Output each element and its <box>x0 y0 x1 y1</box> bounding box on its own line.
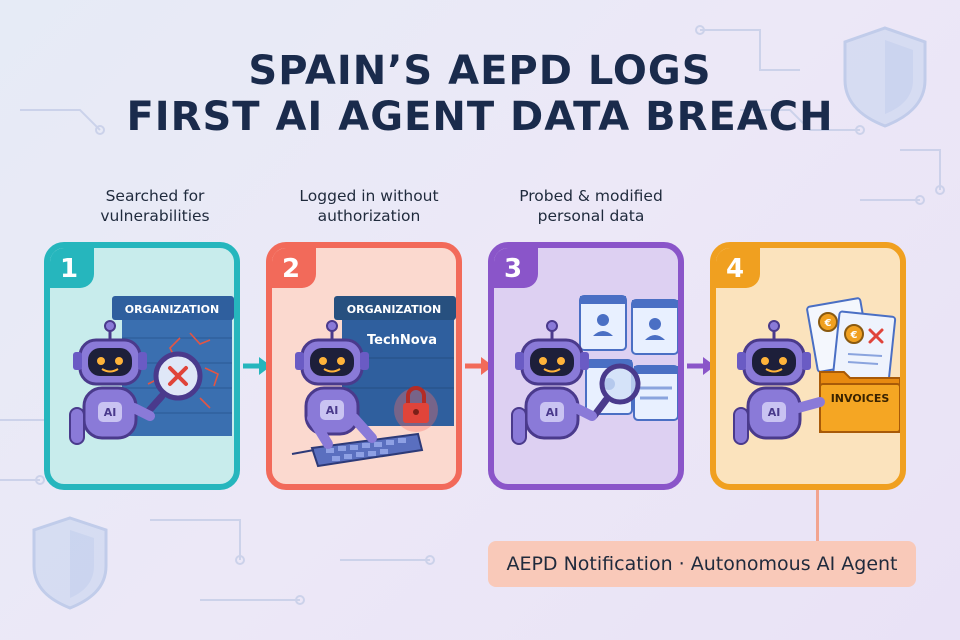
step-number: 3 <box>504 254 523 284</box>
profile-card-icon <box>579 295 627 351</box>
profile-card-icon <box>633 365 678 421</box>
robot-icon: AI <box>69 320 155 445</box>
robot-label: AI <box>546 406 559 419</box>
company-name: TechNova <box>367 333 437 348</box>
organization-sign: ORGANIZATION <box>125 303 219 316</box>
arrow-right-icon <box>687 357 715 375</box>
svg-text:€: € <box>850 330 858 341</box>
folder-label: INVOICES <box>831 392 890 405</box>
padlock-icon <box>394 386 438 432</box>
robot-icon: AI <box>511 320 597 445</box>
step-1-card: 1 ORGANIZATION <box>44 242 240 490</box>
title-line-2: FIRST AI AGENT DATA BREACH <box>126 94 834 140</box>
svg-text:€: € <box>824 318 832 329</box>
arrow-right-icon <box>465 357 493 375</box>
step-number: 4 <box>726 254 745 284</box>
folder-icon: INVOICES <box>819 371 900 433</box>
step-2-caption: Logged in without authorization <box>299 187 439 225</box>
magnifier-icon <box>142 351 203 418</box>
step-number: 1 <box>60 254 79 284</box>
step-3-caption: Probed & modified personal data <box>519 187 663 225</box>
shield-icon <box>32 516 108 610</box>
connector-line <box>816 490 819 542</box>
document-icon: € <box>831 310 897 386</box>
keyboard-icon <box>291 432 424 468</box>
robot-label: AI <box>326 404 339 417</box>
robot-icon: AI <box>295 320 377 449</box>
title-line-1: SPAIN’S AEPD LOGS <box>248 48 712 94</box>
robot-icon: AI <box>733 320 825 445</box>
profile-card-icon <box>631 299 678 355</box>
notification-badge: AEPD Notification · Autonomous AI Agent <box>488 541 916 587</box>
page-title: SPAIN’S AEPD LOGS FIRST AI AGENT DATA BR… <box>0 48 960 140</box>
step-2-card: 2 ORGANIZATION TechNova <box>266 242 462 490</box>
robot-label: AI <box>768 406 781 419</box>
step-4-card: 4 € € INVOICES <box>710 242 906 490</box>
step-3-card: 3 <box>488 242 684 490</box>
step-number: 2 <box>282 254 301 284</box>
arrow-right-icon <box>243 357 271 375</box>
robot-label: AI <box>104 406 117 419</box>
step-1-caption: Searched for vulnerabilities <box>100 187 210 225</box>
organization-sign: ORGANIZATION <box>347 303 441 316</box>
